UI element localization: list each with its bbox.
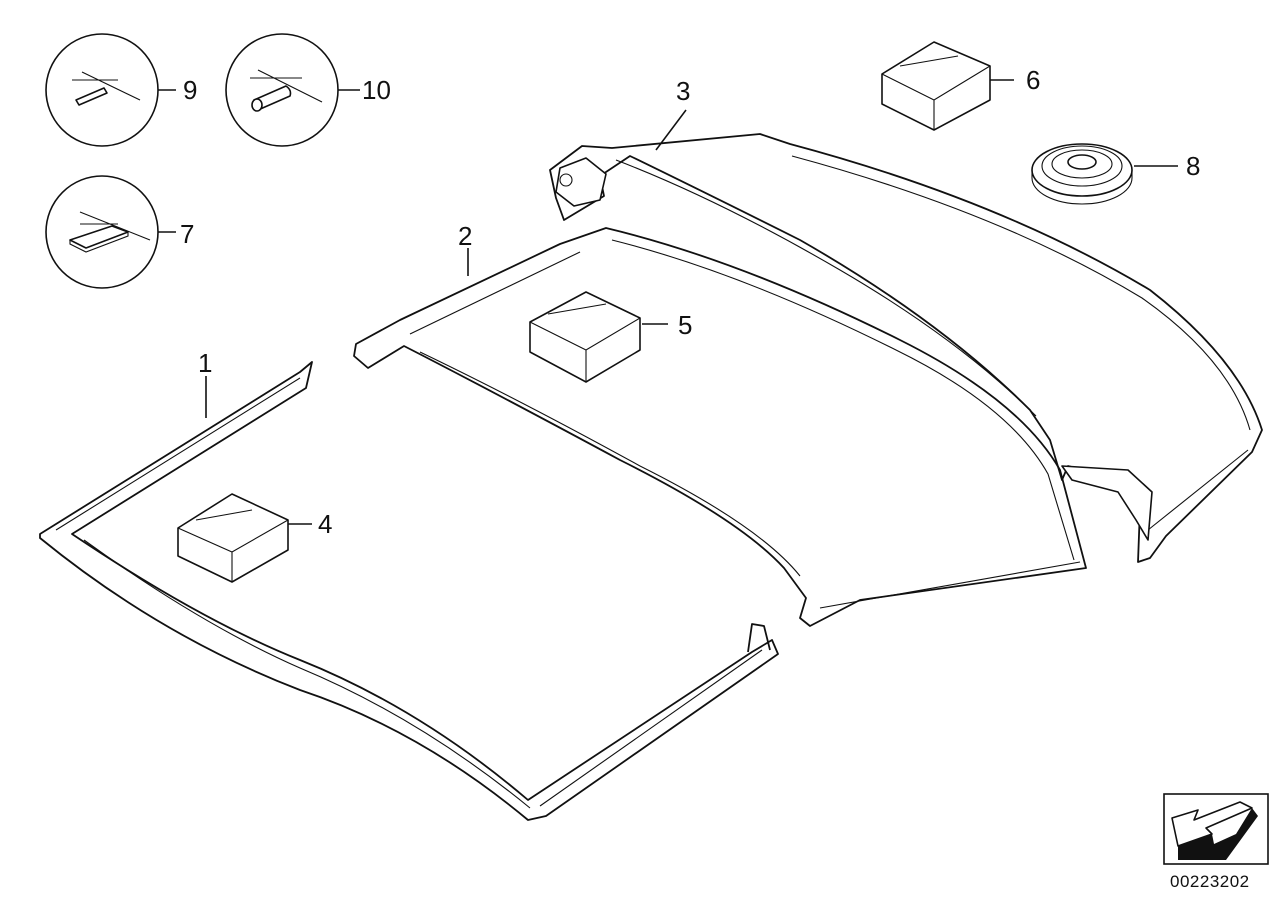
callout-5: 5 xyxy=(678,310,692,340)
callout-10: 10 xyxy=(362,75,391,105)
callout-3: 3 xyxy=(676,76,690,106)
part-box-4 xyxy=(177,493,312,583)
detail-circle-7 xyxy=(45,175,176,289)
part-box-6 xyxy=(881,41,1014,131)
part-tape-roll-8 xyxy=(1031,143,1178,205)
orientation-indicator xyxy=(1163,793,1269,865)
part-seal-frame-1 xyxy=(39,361,779,821)
part-seal-frame-3 xyxy=(549,109,1263,563)
callout-2: 2 xyxy=(458,221,472,251)
detail-circle-9 xyxy=(45,33,176,147)
callout-8: 8 xyxy=(1186,151,1200,181)
detail-circle-10 xyxy=(225,33,360,147)
callout-1: 1 xyxy=(198,348,212,378)
part-box-5 xyxy=(529,291,668,383)
callout-6: 6 xyxy=(1026,65,1040,95)
document-number: 00223202 xyxy=(1170,872,1250,891)
callout-7: 7 xyxy=(180,219,194,249)
part-seal-frame-2 xyxy=(353,227,1087,627)
direction-arrow-icon xyxy=(1171,801,1258,860)
callout-9: 9 xyxy=(183,75,197,105)
callout-4: 4 xyxy=(318,509,332,539)
